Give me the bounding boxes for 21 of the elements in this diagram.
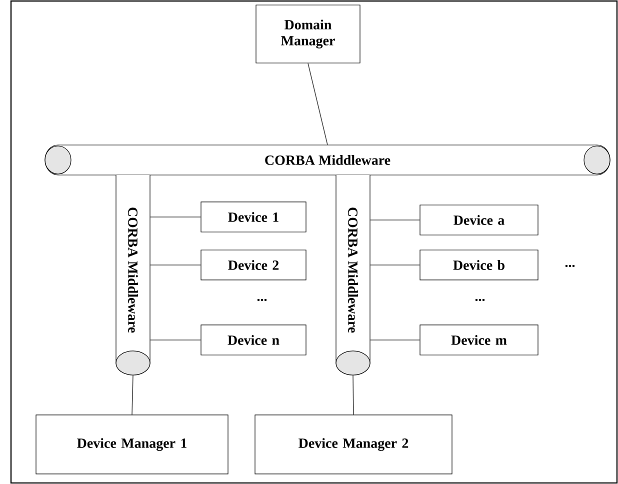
- connector-line: [132, 374, 134, 416]
- process-box: Device Manager 1: [36, 414, 228, 474]
- process-box: Device b: [420, 250, 538, 280]
- connector-line: [352, 374, 354, 416]
- connector-line: [308, 62, 328, 146]
- connector-line: [150, 264, 202, 266]
- connector-line: [370, 264, 420, 266]
- process-box: Device m: [420, 324, 538, 356]
- pipe-drawing: CORBA Middleware: [44, 144, 610, 176]
- ellipsis-text: ...: [565, 264, 575, 268]
- pipe-drawing: CORBA Middleware: [116, 174, 150, 376]
- pipe-drawing: CORBA Middleware: [336, 174, 370, 376]
- process-box: Device Manager 2: [254, 414, 452, 474]
- process-box: Device 1: [200, 202, 306, 232]
- process-box: Domain Manager: [256, 4, 360, 64]
- process-box: Device a: [420, 204, 538, 236]
- process-box: Device 2: [200, 250, 306, 280]
- ellipsis-text: ...: [475, 298, 485, 302]
- connector-line: [150, 216, 202, 218]
- process-box: Device n: [200, 324, 306, 356]
- ellipsis-text: ...: [257, 298, 267, 302]
